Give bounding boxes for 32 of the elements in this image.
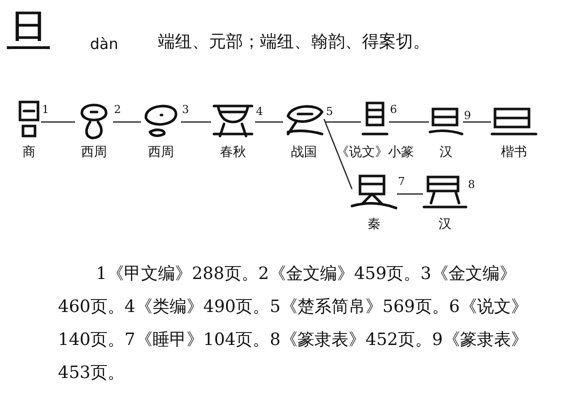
footnote-number: 6 xyxy=(390,104,397,115)
connector-line xyxy=(397,193,423,195)
footnote-number: 1 xyxy=(42,104,49,115)
period-caption: 楷书 xyxy=(501,146,527,160)
footnote-number: 5 xyxy=(326,106,333,117)
phonology-note: 端纽、元部；端纽、翰韵、得案切。 xyxy=(158,32,430,52)
period-caption: 战国 xyxy=(291,146,317,160)
connector-line xyxy=(389,121,429,123)
connector-line xyxy=(181,121,211,123)
connector-line xyxy=(255,121,283,123)
connector-line xyxy=(463,121,491,123)
footnote-number: 7 xyxy=(398,176,405,187)
connector-line xyxy=(113,121,141,123)
headword: 旦 xyxy=(6,6,52,58)
connector-line xyxy=(41,121,75,123)
period-caption: 西周 xyxy=(148,146,174,160)
footnote-number: 4 xyxy=(256,106,263,117)
period-caption: 西周 xyxy=(81,146,107,160)
connector-line xyxy=(325,121,361,123)
pinyin: dàn xyxy=(90,34,118,54)
footnote-number: 2 xyxy=(114,104,121,115)
period-caption: 秦 xyxy=(368,218,380,232)
period-caption: 《说文》小篆 xyxy=(336,146,414,160)
connector-line xyxy=(323,118,353,190)
period-caption: 春秋 xyxy=(220,146,246,160)
footnote-number: 9 xyxy=(464,110,471,121)
footnote-number: 3 xyxy=(182,104,189,115)
period-caption: 商 xyxy=(22,146,36,160)
source-notes: 1《甲文编》288页。2《金文编》459页。3《金文编》460页。4《类编》490页。5《楚系简帛》569页。6《说文》140页。7《睡甲》104页。8《篆隶表》452页。9《篆隶表》453页。 xyxy=(58,263,528,385)
footnote-number: 8 xyxy=(468,179,475,190)
period-caption: 汉 xyxy=(438,218,452,232)
period-caption: 汉 xyxy=(440,146,452,160)
